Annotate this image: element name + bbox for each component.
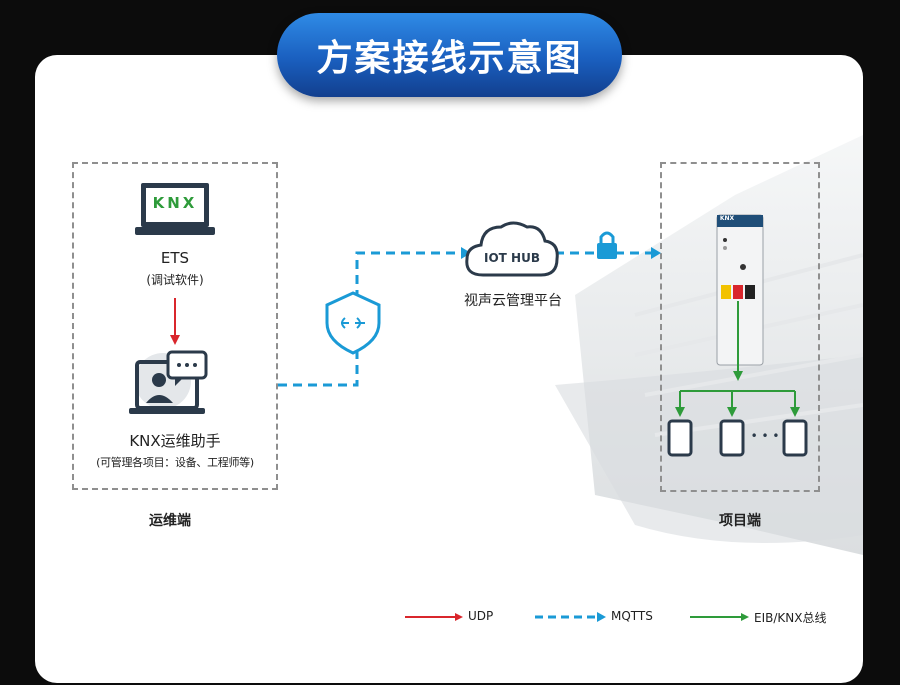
ets-monitor-icon bbox=[135, 183, 215, 235]
ops-group-box bbox=[72, 162, 278, 490]
cloud-icon bbox=[465, 221, 559, 277]
iot-hub-text: IOT HUB bbox=[484, 251, 540, 265]
lock-icon bbox=[597, 231, 617, 259]
eib-bus-lines bbox=[667, 301, 808, 457]
legend-mqtts: MQTTS bbox=[611, 609, 653, 623]
ets-subtitle: (调试软件) bbox=[146, 273, 204, 287]
ops-group-label: 运维端 bbox=[149, 513, 191, 529]
cloud-label: 视声云管理平台 bbox=[464, 293, 562, 309]
udp-arrow bbox=[170, 298, 180, 345]
project-group-box bbox=[660, 162, 820, 492]
assistant-subtitle: (可管理各项目：设备、工程师等) bbox=[96, 456, 254, 469]
diagram-card: KNX ETS (调试软件) KNX运维助手 (可管理各项目：设备、工程师等) … bbox=[35, 55, 863, 683]
title-banner: 方案接线示意图 bbox=[277, 13, 622, 97]
shield-icon bbox=[325, 291, 381, 355]
ets-logo: KNX bbox=[152, 194, 198, 212]
legend-lines bbox=[405, 612, 749, 622]
project-group-label: 项目端 bbox=[719, 513, 761, 529]
assistant-label: KNX运维助手 bbox=[129, 432, 221, 450]
mqtts-connections bbox=[278, 221, 661, 387]
device-brand: KNX bbox=[719, 215, 735, 222]
knx-device bbox=[716, 214, 764, 366]
legend-udp: UDP bbox=[468, 609, 494, 623]
legend-eib: EIB/KNX总线 bbox=[754, 611, 827, 625]
device-ellipsis: • • • bbox=[750, 429, 780, 443]
assistant-laptop-icon bbox=[129, 350, 208, 414]
page-title: 方案接线示意图 bbox=[316, 38, 583, 79]
ets-label: ETS bbox=[160, 249, 190, 267]
